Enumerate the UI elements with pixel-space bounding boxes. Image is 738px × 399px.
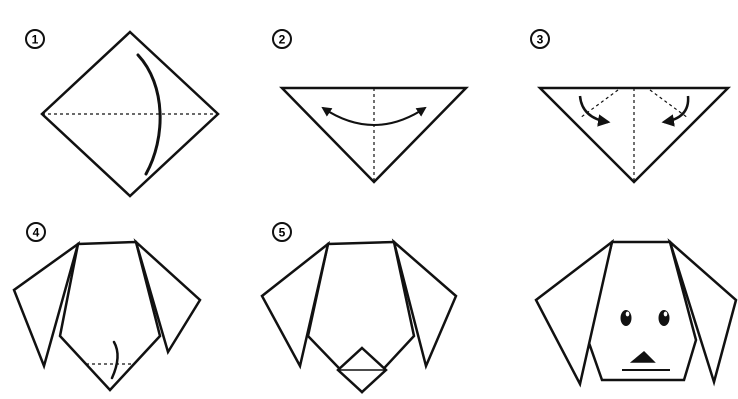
step-number-badge: 5 [273,223,291,241]
step-number: 4 [33,226,40,240]
left-eye [621,310,632,326]
step-number: 2 [279,33,286,47]
step-4: 4 [14,223,200,390]
right-eye [659,310,670,326]
step-number-badge: 2 [273,30,291,48]
step-number: 5 [279,226,286,240]
step-number-badge: 4 [27,223,45,241]
step-number: 3 [537,33,544,47]
step-number: 1 [32,33,39,47]
step-5: 5 [262,223,456,392]
step-2: 2 [273,30,466,182]
step-number-badge: 3 [531,30,549,48]
step-3: 3 [531,30,728,182]
step-6-finished-dog [536,242,736,384]
step-1: 1 [26,30,218,196]
step-number-badge: 1 [26,30,44,48]
